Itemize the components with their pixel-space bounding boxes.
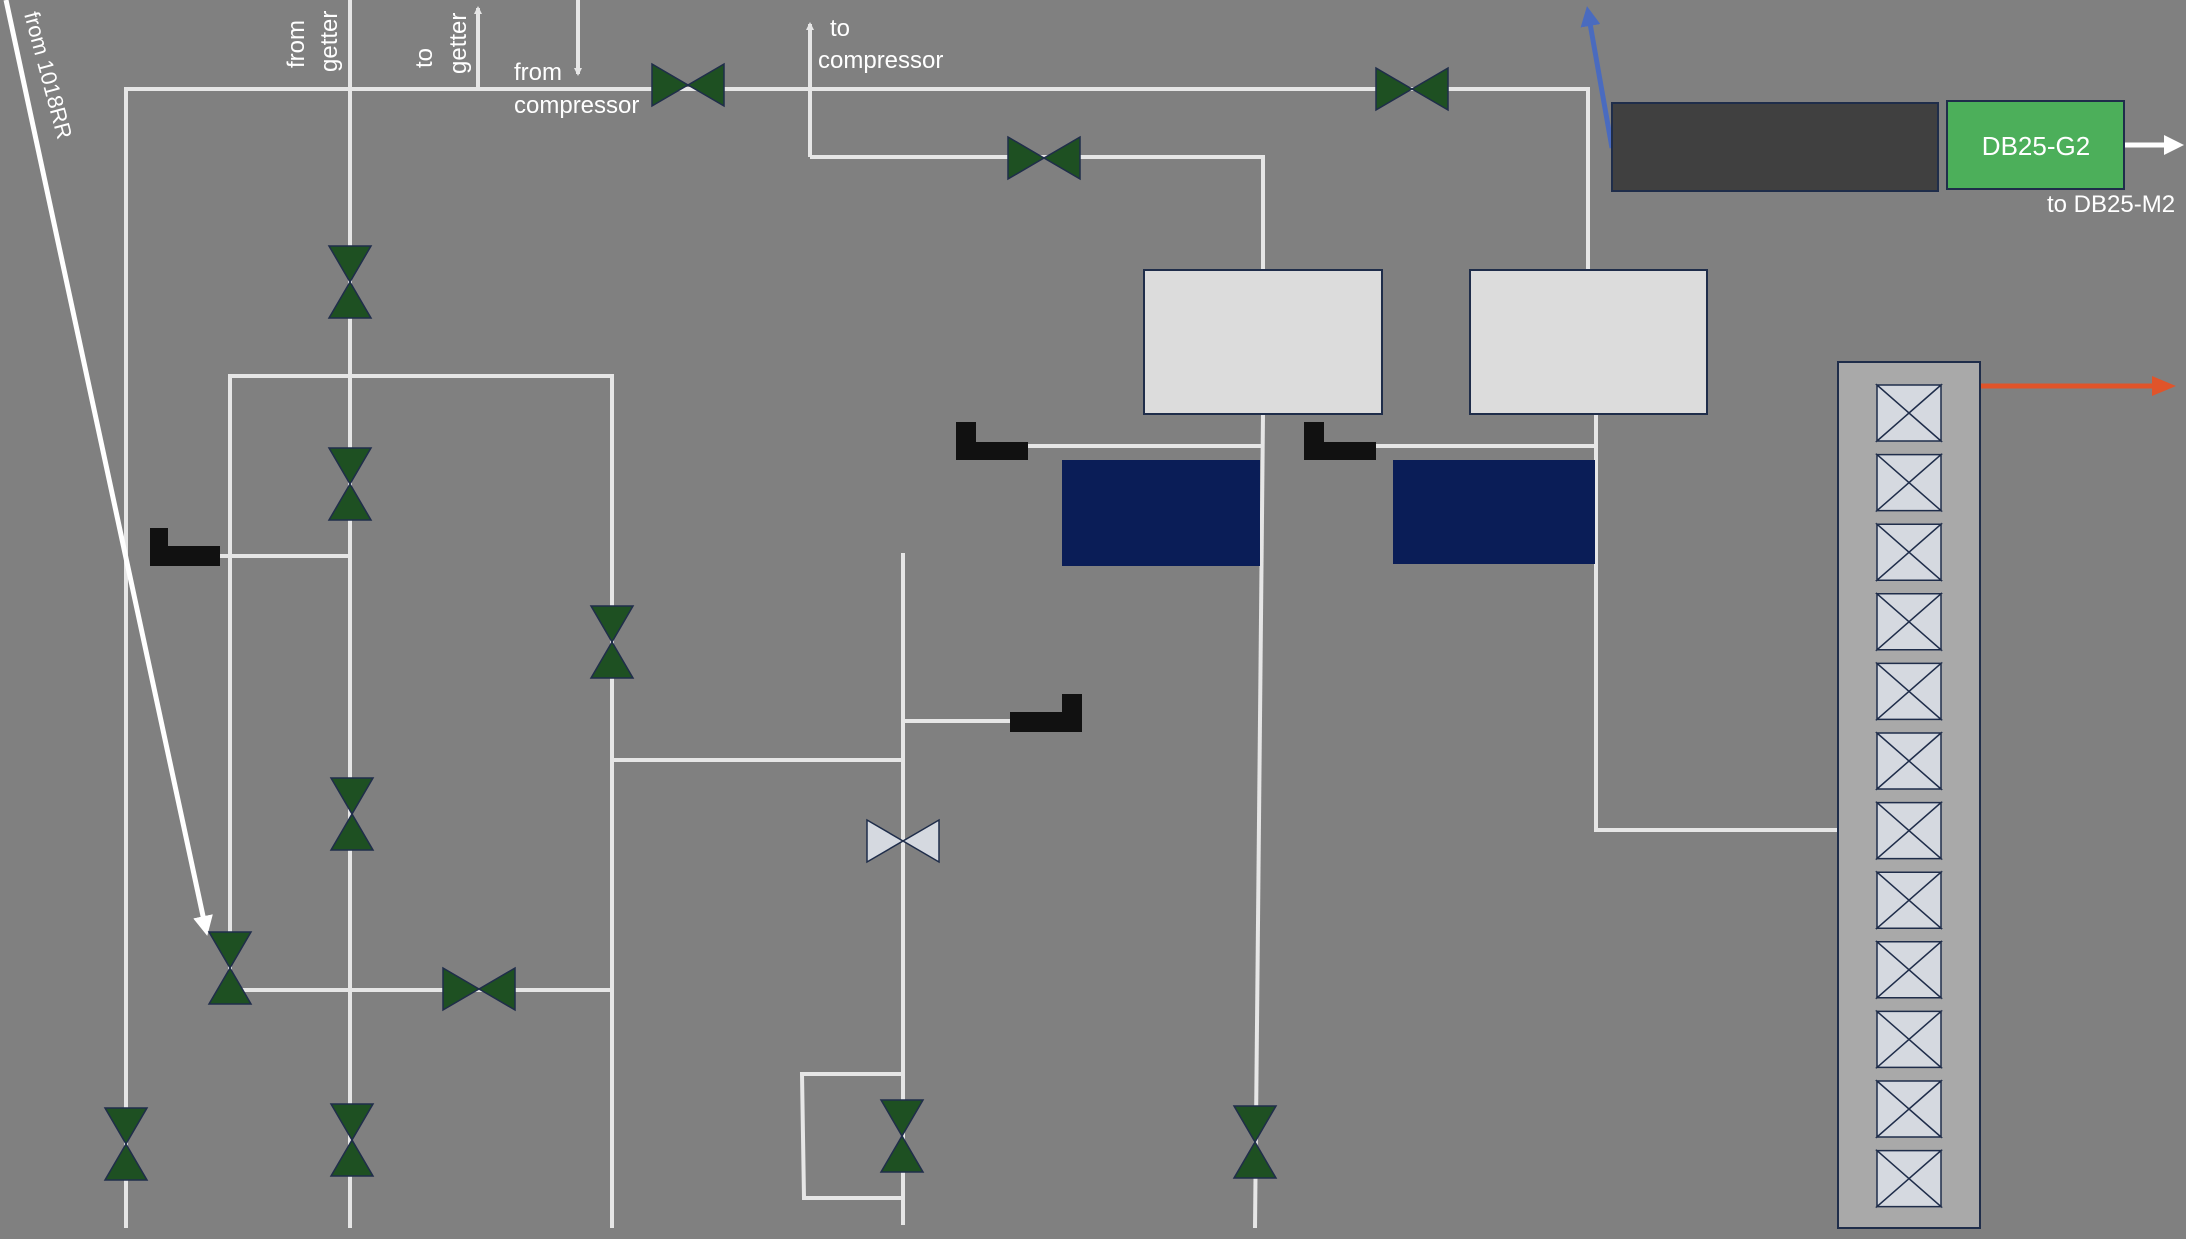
from-1018rr-label: from 1018RR — [19, 9, 77, 142]
db25-g2-label: DB25-G2 — [1982, 131, 2090, 161]
bowtie-valve-icon[interactable] — [442, 966, 516, 1012]
from-getter-label-line1: from — [283, 20, 310, 68]
bowtie-valve-icon[interactable] — [207, 931, 253, 1005]
bowtie-valve-icon[interactable] — [589, 605, 635, 679]
manifold-valve-icon[interactable] — [1875, 870, 1943, 930]
manifold-valve-icon[interactable] — [1875, 452, 1943, 513]
bowtie-valve-icon[interactable] — [866, 818, 940, 864]
pipe-network — [124, 0, 1880, 1229]
manifold-valve-icon[interactable] — [1875, 1079, 1943, 1139]
manifold-valve-icon[interactable] — [1875, 731, 1943, 791]
manifold-valve-icon[interactable] — [1875, 383, 1943, 443]
pump1-exhaust-pipe — [1253, 413, 1265, 1229]
blue-outlet-arrow — [1580, 6, 1615, 149]
from-1018rr-line — [3, 0, 213, 936]
manifold-valve-icon[interactable] — [1875, 592, 1943, 652]
to-getter-label-line1: to — [411, 48, 438, 68]
manifold-valve-icon[interactable] — [1875, 940, 1943, 1000]
bowtie-valve-icon[interactable] — [327, 447, 373, 521]
pressure-gauge-icon — [1304, 422, 1376, 460]
manifold-valve-icon[interactable] — [1875, 800, 1943, 861]
bowtie-valve-icon[interactable] — [103, 1107, 149, 1181]
bypass-loop-pipe — [799, 1072, 903, 1200]
controller-box — [1611, 102, 1939, 192]
gauges — [150, 422, 1376, 732]
manifold-valve-icon[interactable] — [1875, 1009, 1943, 1070]
to-getter-label-line2: getter — [445, 13, 472, 74]
bowtie-valve-icon[interactable] — [879, 1099, 925, 1173]
pump-box-2 — [1469, 269, 1708, 415]
db25-g2-box — [1946, 100, 2125, 190]
pressure-gauge-icon — [956, 422, 1028, 460]
pressure-gauge-icon — [1010, 694, 1082, 732]
pump-box-1 — [1143, 269, 1383, 415]
bowtie-valve-icon[interactable] — [329, 1103, 375, 1177]
bowtie-valve-icon[interactable] — [1232, 1105, 1278, 1179]
manifold-valve-icon[interactable] — [1875, 661, 1943, 722]
manifold-valve-icon[interactable] — [1875, 1148, 1943, 1209]
manifold-valve-stack — [1875, 383, 1943, 1209]
manifold-valve-icon[interactable] — [1875, 522, 1943, 582]
from-getter-label-line2: getter — [316, 11, 343, 72]
bowtie-valve-icon[interactable] — [651, 62, 725, 108]
from-compressor-label-line1: from — [514, 59, 562, 86]
from-compressor-label-line2: compressor — [514, 92, 639, 119]
pump2-manifold-pipe — [1594, 414, 1880, 832]
compressor-return-pipe — [810, 155, 1265, 270]
to-db25-m2-label: to DB25-M2 — [2047, 191, 2175, 218]
left-loop-pipe — [228, 374, 614, 1228]
bowtie-valve-icon[interactable] — [1375, 66, 1449, 112]
bowtie-valve-icon[interactable] — [329, 777, 375, 851]
pressure-gauge-icon — [150, 528, 220, 566]
motor-box-1 — [1062, 460, 1260, 566]
to-compressor-label-line1: to — [830, 15, 850, 42]
bowtie-valve-icon[interactable] — [1007, 135, 1081, 181]
to-compressor-label-line2: compressor — [818, 47, 943, 74]
bowtie-valve-icon[interactable] — [327, 245, 373, 319]
motor-box-2 — [1393, 460, 1595, 564]
